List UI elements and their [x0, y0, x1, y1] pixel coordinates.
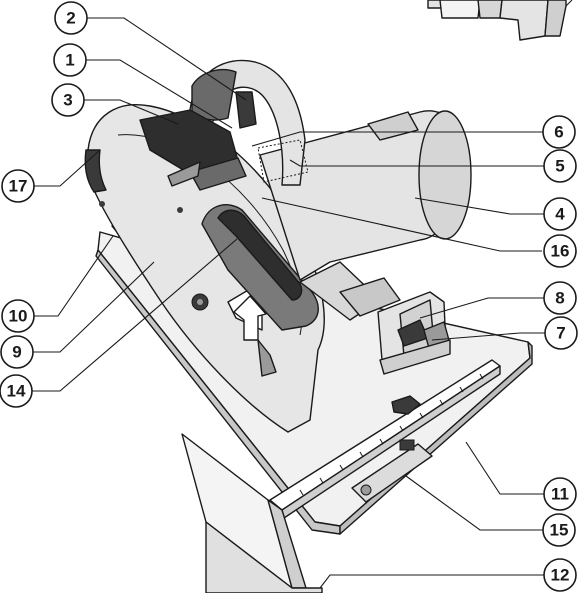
callout-2: 2: [54, 1, 88, 35]
svg-text:3: 3: [63, 91, 72, 110]
svg-text:2: 2: [66, 9, 75, 28]
callout-15: 15: [542, 513, 576, 547]
svg-text:8: 8: [555, 289, 564, 308]
callout-5: 5: [543, 149, 577, 183]
svg-text:9: 9: [12, 343, 21, 362]
svg-text:1: 1: [65, 51, 74, 70]
leader-lines: [32, 17, 545, 589]
detail-view-top-right: [427, 0, 573, 41]
callout-10: 10: [1, 299, 35, 333]
callout-8: 8: [543, 281, 577, 315]
callout-11: 11: [543, 477, 577, 511]
svg-text:10: 10: [9, 307, 28, 326]
svg-text:7: 7: [556, 324, 565, 343]
svg-text:4: 4: [555, 205, 565, 224]
callout-7: 7: [544, 316, 578, 350]
svg-text:16: 16: [551, 242, 570, 261]
svg-text:14: 14: [7, 382, 26, 401]
motor-housing: [259, 110, 472, 321]
svg-text:6: 6: [554, 123, 563, 142]
svg-text:15: 15: [550, 521, 569, 540]
callout-4: 4: [543, 197, 577, 231]
callout-3: 3: [51, 83, 85, 117]
svg-text:5: 5: [555, 157, 564, 176]
main-handle: [189, 59, 306, 186]
callout-6: 6: [542, 115, 576, 149]
callout-12: 12: [543, 558, 577, 592]
svg-text:17: 17: [9, 177, 28, 196]
callout-17: 17: [1, 169, 35, 203]
front-cover: [139, 109, 247, 191]
callout-14: 14: [0, 374, 33, 408]
svg-text:12: 12: [551, 566, 570, 585]
chip-ejector: [257, 139, 309, 183]
svg-text:11: 11: [551, 485, 569, 504]
callout-9: 9: [0, 335, 34, 369]
callout-16: 16: [543, 234, 577, 268]
callout-1: 1: [53, 43, 87, 77]
parallel-guide: [181, 359, 501, 593]
cutting-line-indicator: [351, 439, 433, 503]
auxiliary-handle: [201, 204, 319, 331]
angle-adjuster: [377, 291, 451, 415]
